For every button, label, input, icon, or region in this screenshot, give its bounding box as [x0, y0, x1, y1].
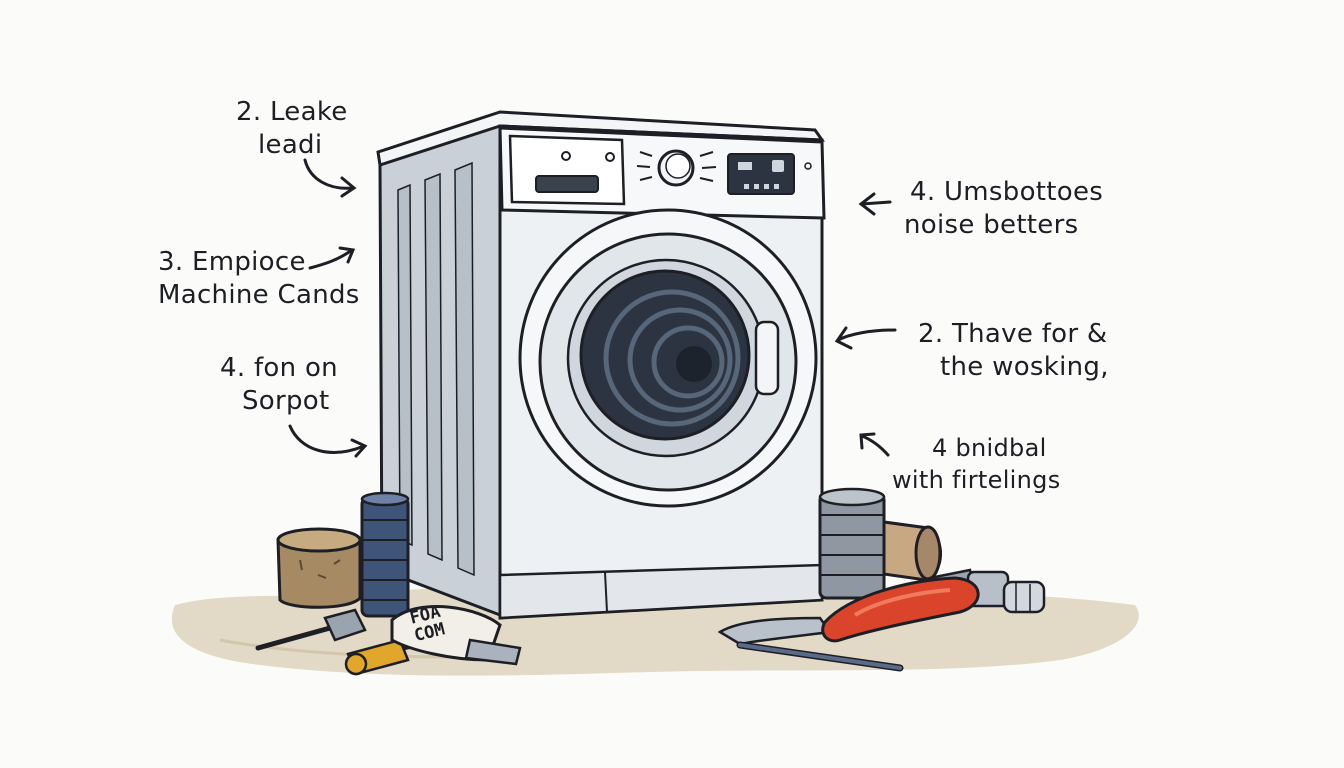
annotation-low-left: 4. fon on Sorpot [220, 352, 338, 418]
arrow-mid-left [308, 246, 356, 270]
washing-machine [376, 110, 826, 620]
arrow-top-right [858, 192, 892, 216]
annotation-line: 4. fon on [220, 353, 338, 383]
annotation-line: 4. Umsbottoes [910, 177, 1104, 207]
sealant-tube [390, 605, 522, 666]
filter-cylinder-left [360, 491, 410, 618]
wrench [717, 576, 980, 672]
annotation-line: 4 bnidbal [932, 434, 1047, 462]
annotation-low-right: 4 bnidbal with firtelings [892, 432, 1061, 496]
annotation-mid-left: 3. Empioce Machine Cands [158, 246, 360, 312]
arrow-low-left [288, 424, 368, 458]
bucket-left [276, 527, 362, 609]
annotation-line: Machine Cands [158, 280, 360, 310]
annotation-line: with firtelings [892, 466, 1061, 494]
annotation-line: 2. Thave for & [918, 319, 1108, 349]
pipe-tube-right [882, 520, 942, 582]
arrow-mid-right [834, 326, 897, 350]
arrow-top-left [303, 158, 357, 198]
annotation-line: 2. Leake [236, 97, 348, 127]
annotation-line: 3. Empioce [158, 247, 306, 277]
annotation-line: noise betters [904, 210, 1079, 240]
screwdriver-left [255, 608, 367, 651]
annotation-top-left: 2. Leake leadi [236, 96, 348, 162]
annotation-line: Sorpot [242, 386, 330, 416]
filter-cylinder-right [818, 487, 886, 600]
annotation-mid-right: 2. Thave for & the wosking, [918, 318, 1109, 384]
annotation-top-right: 4. Umsbottoes noise betters [904, 176, 1104, 242]
annotation-line: leadi [258, 130, 323, 160]
arrow-low-right [859, 432, 890, 457]
annotation-line: the wosking, [940, 352, 1109, 382]
